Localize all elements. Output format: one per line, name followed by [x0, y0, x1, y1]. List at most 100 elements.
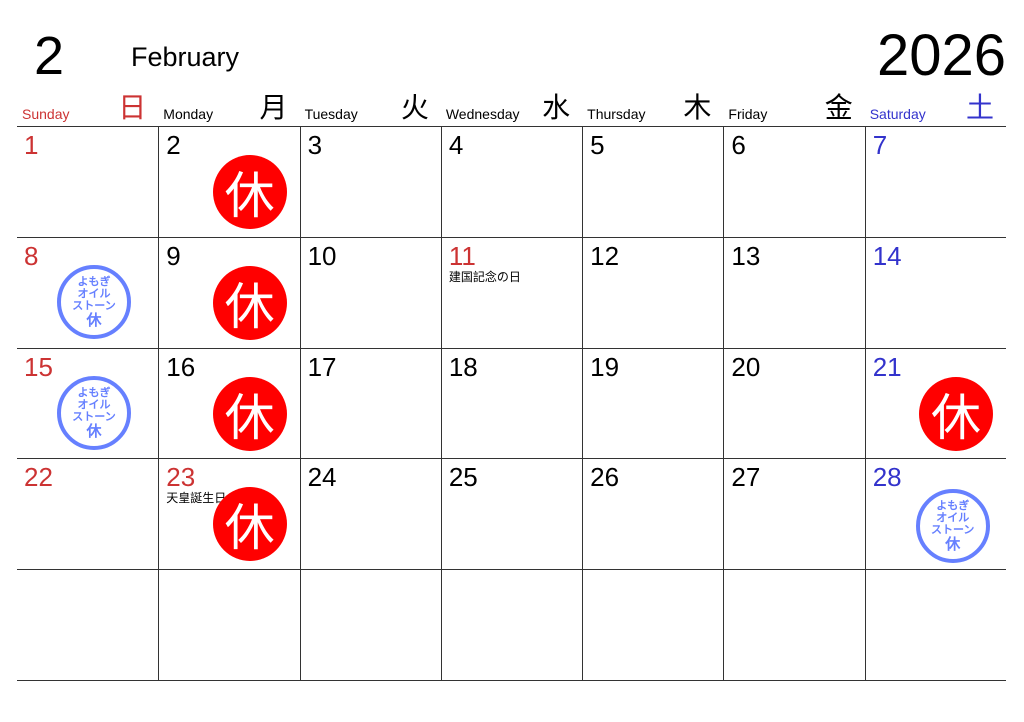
- stamp-line: オイル: [936, 511, 970, 525]
- weekday-jp: 日: [118, 91, 147, 124]
- day-cell[interactable]: [17, 570, 159, 681]
- day-cell[interactable]: 17: [299, 348, 441, 460]
- weekday-jp: 水: [542, 91, 571, 124]
- day-cell[interactable]: 16 休: [158, 348, 300, 460]
- closed-stamp: 休: [212, 487, 287, 562]
- day-number: 11: [448, 240, 476, 271]
- day-number: 6: [731, 130, 746, 160]
- shop-closed-stamp: よもぎオイルストーン休: [57, 264, 131, 339]
- stamp-line: オイル: [77, 286, 111, 300]
- shop-closed-stamp: よもぎオイルストーン休: [915, 489, 990, 564]
- day-cell[interactable]: 28 よもぎオイルストーン休: [864, 459, 1006, 571]
- day-number: 10: [307, 240, 337, 271]
- day-cell[interactable]: 13: [723, 237, 865, 349]
- day-number: 17: [307, 351, 337, 382]
- day-number: 18: [448, 351, 478, 382]
- day-cell[interactable]: 25: [440, 459, 583, 571]
- day-cell[interactable]: 14: [864, 237, 1006, 349]
- closed-stamp: 休: [212, 155, 287, 229]
- day-cell[interactable]: 22: [17, 459, 159, 571]
- day-cell[interactable]: 4: [440, 127, 583, 238]
- weekday-jp: 金: [824, 91, 853, 124]
- day-cell[interactable]: 12: [582, 237, 724, 349]
- weekday-jp: 月: [259, 91, 288, 124]
- day-cell[interactable]: 19: [582, 348, 724, 460]
- day-number: 4: [448, 130, 464, 160]
- day-number: 14: [872, 240, 902, 271]
- weekday-en: Monday: [163, 106, 214, 122]
- day-cell[interactable]: [158, 570, 300, 681]
- day-cell[interactable]: 8 よもぎオイルストーン休: [17, 238, 159, 349]
- closed-stamp: 休: [919, 376, 993, 451]
- day-number: 22: [24, 462, 53, 493]
- day-number: 8: [24, 240, 39, 271]
- day-cell[interactable]: 3: [299, 127, 441, 238]
- day-number: 26: [590, 462, 620, 493]
- weekday-en: Thursday: [587, 106, 646, 122]
- day-number: 27: [731, 462, 761, 493]
- weekday-friday: Friday 金: [723, 91, 864, 126]
- day-number: 12: [590, 240, 620, 271]
- stamp-line: よもぎ: [77, 274, 111, 288]
- day-cell[interactable]: [299, 570, 441, 681]
- day-cell[interactable]: 27: [723, 459, 865, 571]
- stamp-line: よもぎ: [77, 385, 111, 399]
- day-number: 7: [872, 130, 888, 160]
- stamp-line: ストーン: [72, 298, 116, 312]
- day-number: 16: [166, 351, 196, 382]
- weekday-jp: 火: [400, 91, 429, 124]
- weekday-monday: Monday 月: [158, 91, 299, 126]
- holiday-label: 建国記念の日: [448, 269, 521, 284]
- stamp-line: よもぎ: [936, 499, 970, 513]
- day-cell[interactable]: [723, 570, 865, 681]
- day-cell[interactable]: [440, 570, 583, 681]
- day-number: 13: [731, 240, 761, 271]
- day-number: 15: [24, 351, 53, 382]
- day-number: 9: [166, 240, 181, 271]
- day-number: 20: [731, 351, 761, 382]
- closed-stamp: 休: [212, 265, 287, 340]
- month-name: February: [131, 42, 240, 72]
- stamp-line: 休: [945, 535, 961, 554]
- weekday-jp: 木: [683, 91, 712, 124]
- weekday-en: Wednesday: [445, 106, 520, 122]
- day-cell[interactable]: 26: [582, 459, 724, 571]
- day-cell[interactable]: 20: [723, 348, 865, 460]
- day-cell[interactable]: 18: [440, 348, 583, 460]
- day-number: 28: [872, 462, 902, 493]
- stamp-line: ストーン: [930, 523, 975, 537]
- weekday-wednesday: Wednesday 水: [441, 91, 582, 126]
- weekday-jp: 土: [965, 91, 994, 124]
- stamp-line: ストーン: [72, 409, 116, 423]
- day-cell[interactable]: 6: [723, 127, 865, 238]
- weekday-en: Tuesday: [304, 106, 358, 122]
- weekday-thursday: Thursday 木: [582, 91, 723, 126]
- day-number: 19: [590, 351, 620, 382]
- day-number: 23: [166, 462, 196, 493]
- year: 2026: [876, 23, 1006, 88]
- day-cell[interactable]: 7: [864, 127, 1006, 238]
- day-number: 21: [872, 351, 902, 382]
- day-cell[interactable]: 24: [299, 459, 441, 571]
- day-cell[interactable]: 5: [582, 127, 724, 238]
- day-cell[interactable]: 1: [17, 127, 159, 238]
- weekday-en: Friday: [728, 106, 768, 122]
- shop-closed-stamp: よもぎオイルストーン休: [57, 375, 131, 450]
- day-number: 25: [448, 462, 478, 493]
- day-cell[interactable]: [864, 570, 1006, 681]
- day-cell[interactable]: [582, 570, 724, 681]
- day-number: 5: [590, 130, 605, 160]
- stamp-line: オイル: [77, 397, 111, 411]
- day-cell[interactable]: 10: [299, 237, 441, 349]
- closed-stamp: 休: [212, 376, 287, 451]
- day-number: 3: [307, 130, 323, 160]
- holiday-label: 天皇誕生日: [166, 491, 227, 506]
- day-cell[interactable]: 21 休: [864, 348, 1006, 460]
